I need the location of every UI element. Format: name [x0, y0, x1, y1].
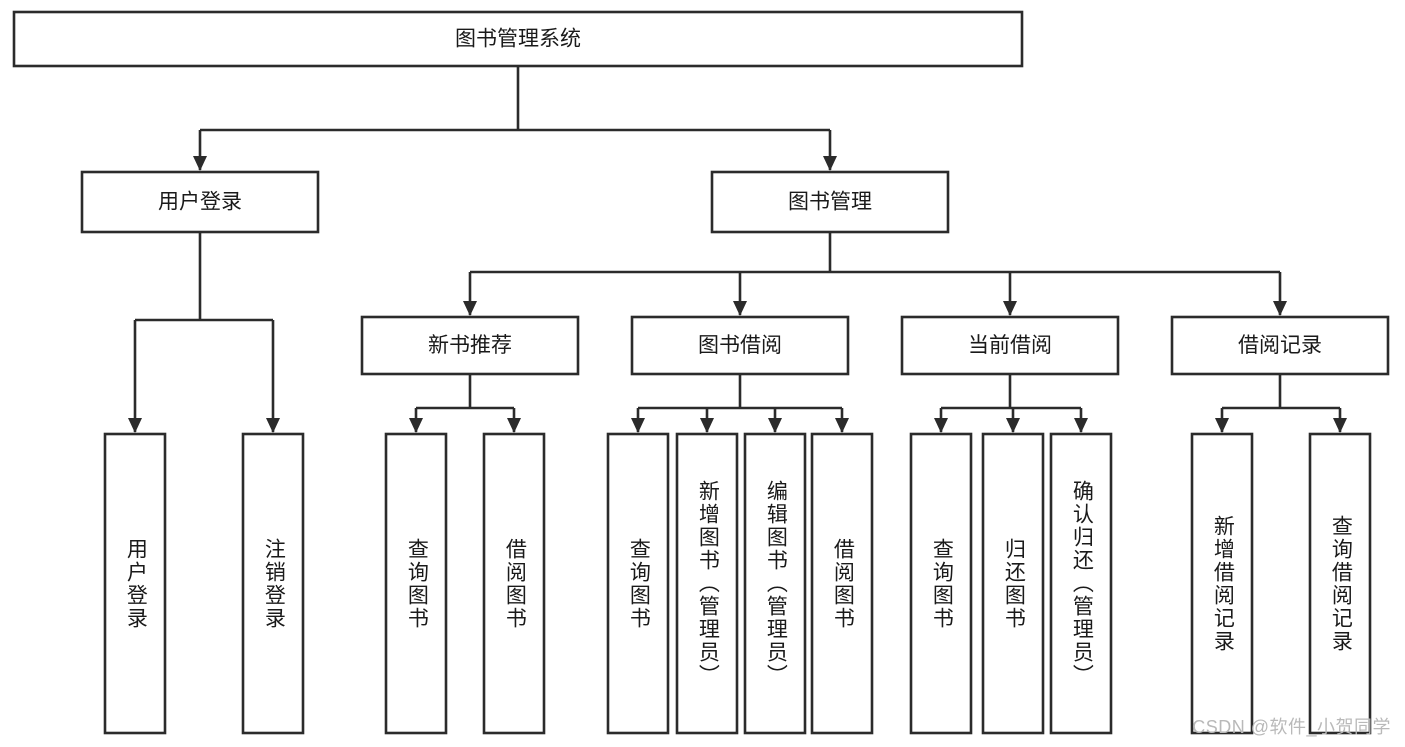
arrow-head-icon	[700, 418, 714, 433]
leaf-node-12[interactable]	[1308, 432, 1372, 735]
leaf-node-11[interactable]	[1190, 432, 1254, 735]
csdn-watermark: CSDN @软件_小贺同学	[1192, 717, 1391, 737]
arrow-head-icon	[733, 301, 747, 316]
level2-node-label-1: 图书管理	[788, 191, 872, 214]
level2-node-label-0: 用户登录	[158, 191, 242, 214]
arrow-head-icon	[1074, 418, 1088, 433]
arrow-head-icon	[631, 418, 645, 433]
level3-node-3[interactable]	[1170, 315, 1390, 376]
level3-node-2[interactable]	[900, 315, 1120, 376]
level3-node-label-0: 新书推荐	[428, 334, 512, 357]
level2-node-1[interactable]	[710, 170, 950, 234]
leaf-node-0[interactable]	[103, 432, 167, 735]
level2-node-0[interactable]	[80, 170, 320, 234]
root-node-0[interactable]	[12, 10, 1024, 68]
leaf-node-3[interactable]	[482, 432, 546, 735]
root-node-label-0: 图书管理系统	[455, 28, 581, 51]
arrow-head-icon	[823, 156, 837, 171]
arrow-head-icon	[193, 156, 207, 171]
leaf-node-4[interactable]	[606, 432, 670, 735]
leaf-node-8[interactable]	[909, 432, 973, 735]
arrow-head-icon	[128, 418, 142, 433]
arrow-head-icon	[1333, 418, 1347, 433]
arrow-head-icon	[1006, 418, 1020, 433]
arrow-head-icon	[1215, 418, 1229, 433]
level3-node-label-1: 图书借阅	[698, 334, 782, 357]
level3-node-1[interactable]	[630, 315, 850, 376]
connector-layer	[128, 66, 1347, 433]
arrow-head-icon	[835, 418, 849, 433]
leaf-node-1[interactable]	[241, 432, 305, 735]
leaf-node-6[interactable]	[743, 432, 807, 735]
level3-node-label-3: 借阅记录	[1238, 334, 1322, 357]
arrow-head-icon	[934, 418, 948, 433]
level3-node-label-2: 当前借阅	[968, 334, 1052, 357]
arrow-head-icon	[463, 301, 477, 316]
arrow-head-icon	[266, 418, 280, 433]
arrow-head-icon	[1273, 301, 1287, 316]
arrow-head-icon	[507, 418, 521, 433]
node-box-layer	[12, 10, 1390, 735]
leaf-node-9[interactable]	[981, 432, 1045, 735]
arrow-head-icon	[768, 418, 782, 433]
leaf-node-10[interactable]	[1049, 432, 1113, 735]
leaf-node-2[interactable]	[384, 432, 448, 735]
leaf-node-7[interactable]	[810, 432, 874, 735]
level3-node-0[interactable]	[360, 315, 580, 376]
arrow-head-icon	[409, 418, 423, 433]
leaf-node-5[interactable]	[675, 432, 739, 735]
arrow-head-icon	[1003, 301, 1017, 316]
